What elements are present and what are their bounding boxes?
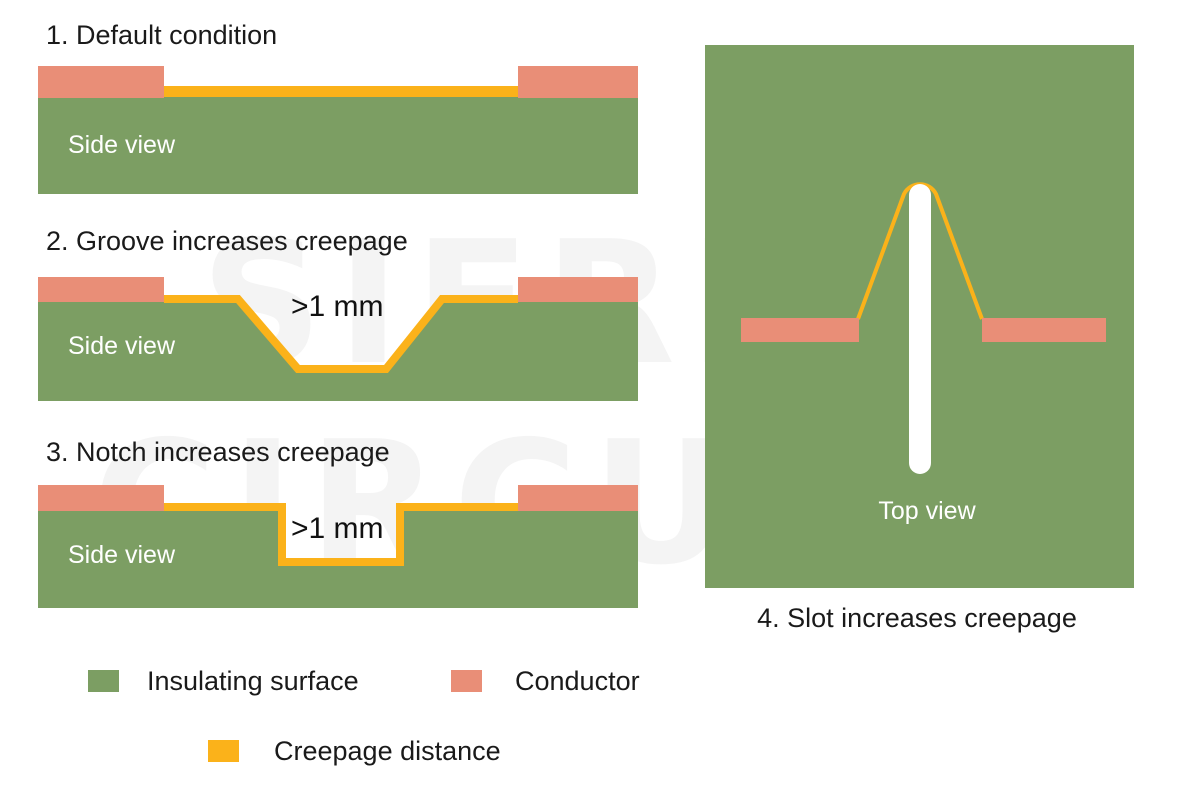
conductor-left-2: [38, 277, 164, 302]
side-view-label-3: Side view: [68, 541, 176, 569]
panel-4-heading: 4. Slot increases creepage: [757, 603, 1077, 633]
creepage-path-3: [164, 503, 518, 566]
conductor-right-2: [518, 277, 638, 302]
panel-1-heading: 1. Default condition: [46, 20, 277, 50]
legend-label-conductor: Conductor: [515, 666, 640, 696]
legend-swatch-conductor: [451, 670, 482, 692]
side-view-label-2: Side view: [68, 332, 176, 360]
conductor-right-4: [982, 318, 1106, 342]
legend-label-insulating: Insulating surface: [147, 666, 359, 696]
notch-dimension-label: >1 mm: [291, 512, 384, 545]
conductor-left-4: [741, 318, 859, 342]
conductor-left-1: [38, 66, 164, 98]
panel-2-heading: 2. Groove increases creepage: [46, 226, 408, 256]
panel-groove: 2. Groove increases creepage Side view >…: [38, 226, 638, 401]
creepage-path-1: [164, 86, 518, 97]
insulating-board-1: [38, 97, 638, 194]
groove-dimension-label: >1 mm: [291, 290, 384, 323]
legend-label-creepage: Creepage distance: [274, 736, 501, 766]
panel-default-condition: 1. Default condition Side view: [38, 20, 638, 194]
legend-swatch-creepage: [208, 740, 239, 762]
top-view-label: Top view: [878, 497, 976, 525]
slot-cutout: [909, 184, 931, 474]
conductor-right-1: [518, 66, 638, 98]
panel-notch: 3. Notch increases creepage Side view >1…: [38, 437, 638, 608]
insulating-board-3: [38, 511, 638, 608]
panel-3-heading: 3. Notch increases creepage: [46, 437, 390, 467]
legend-swatch-insulating: [88, 670, 119, 692]
conductor-left-3: [38, 485, 164, 511]
legend: Insulating surface Conductor Creepage di…: [88, 666, 640, 766]
insulating-board-2: [38, 302, 638, 401]
creepage-path-2: [164, 295, 518, 373]
panel-slot: Top view 4. Slot increases creepage: [705, 45, 1134, 633]
side-view-label-1: Side view: [68, 131, 176, 159]
conductor-right-3: [518, 485, 638, 511]
